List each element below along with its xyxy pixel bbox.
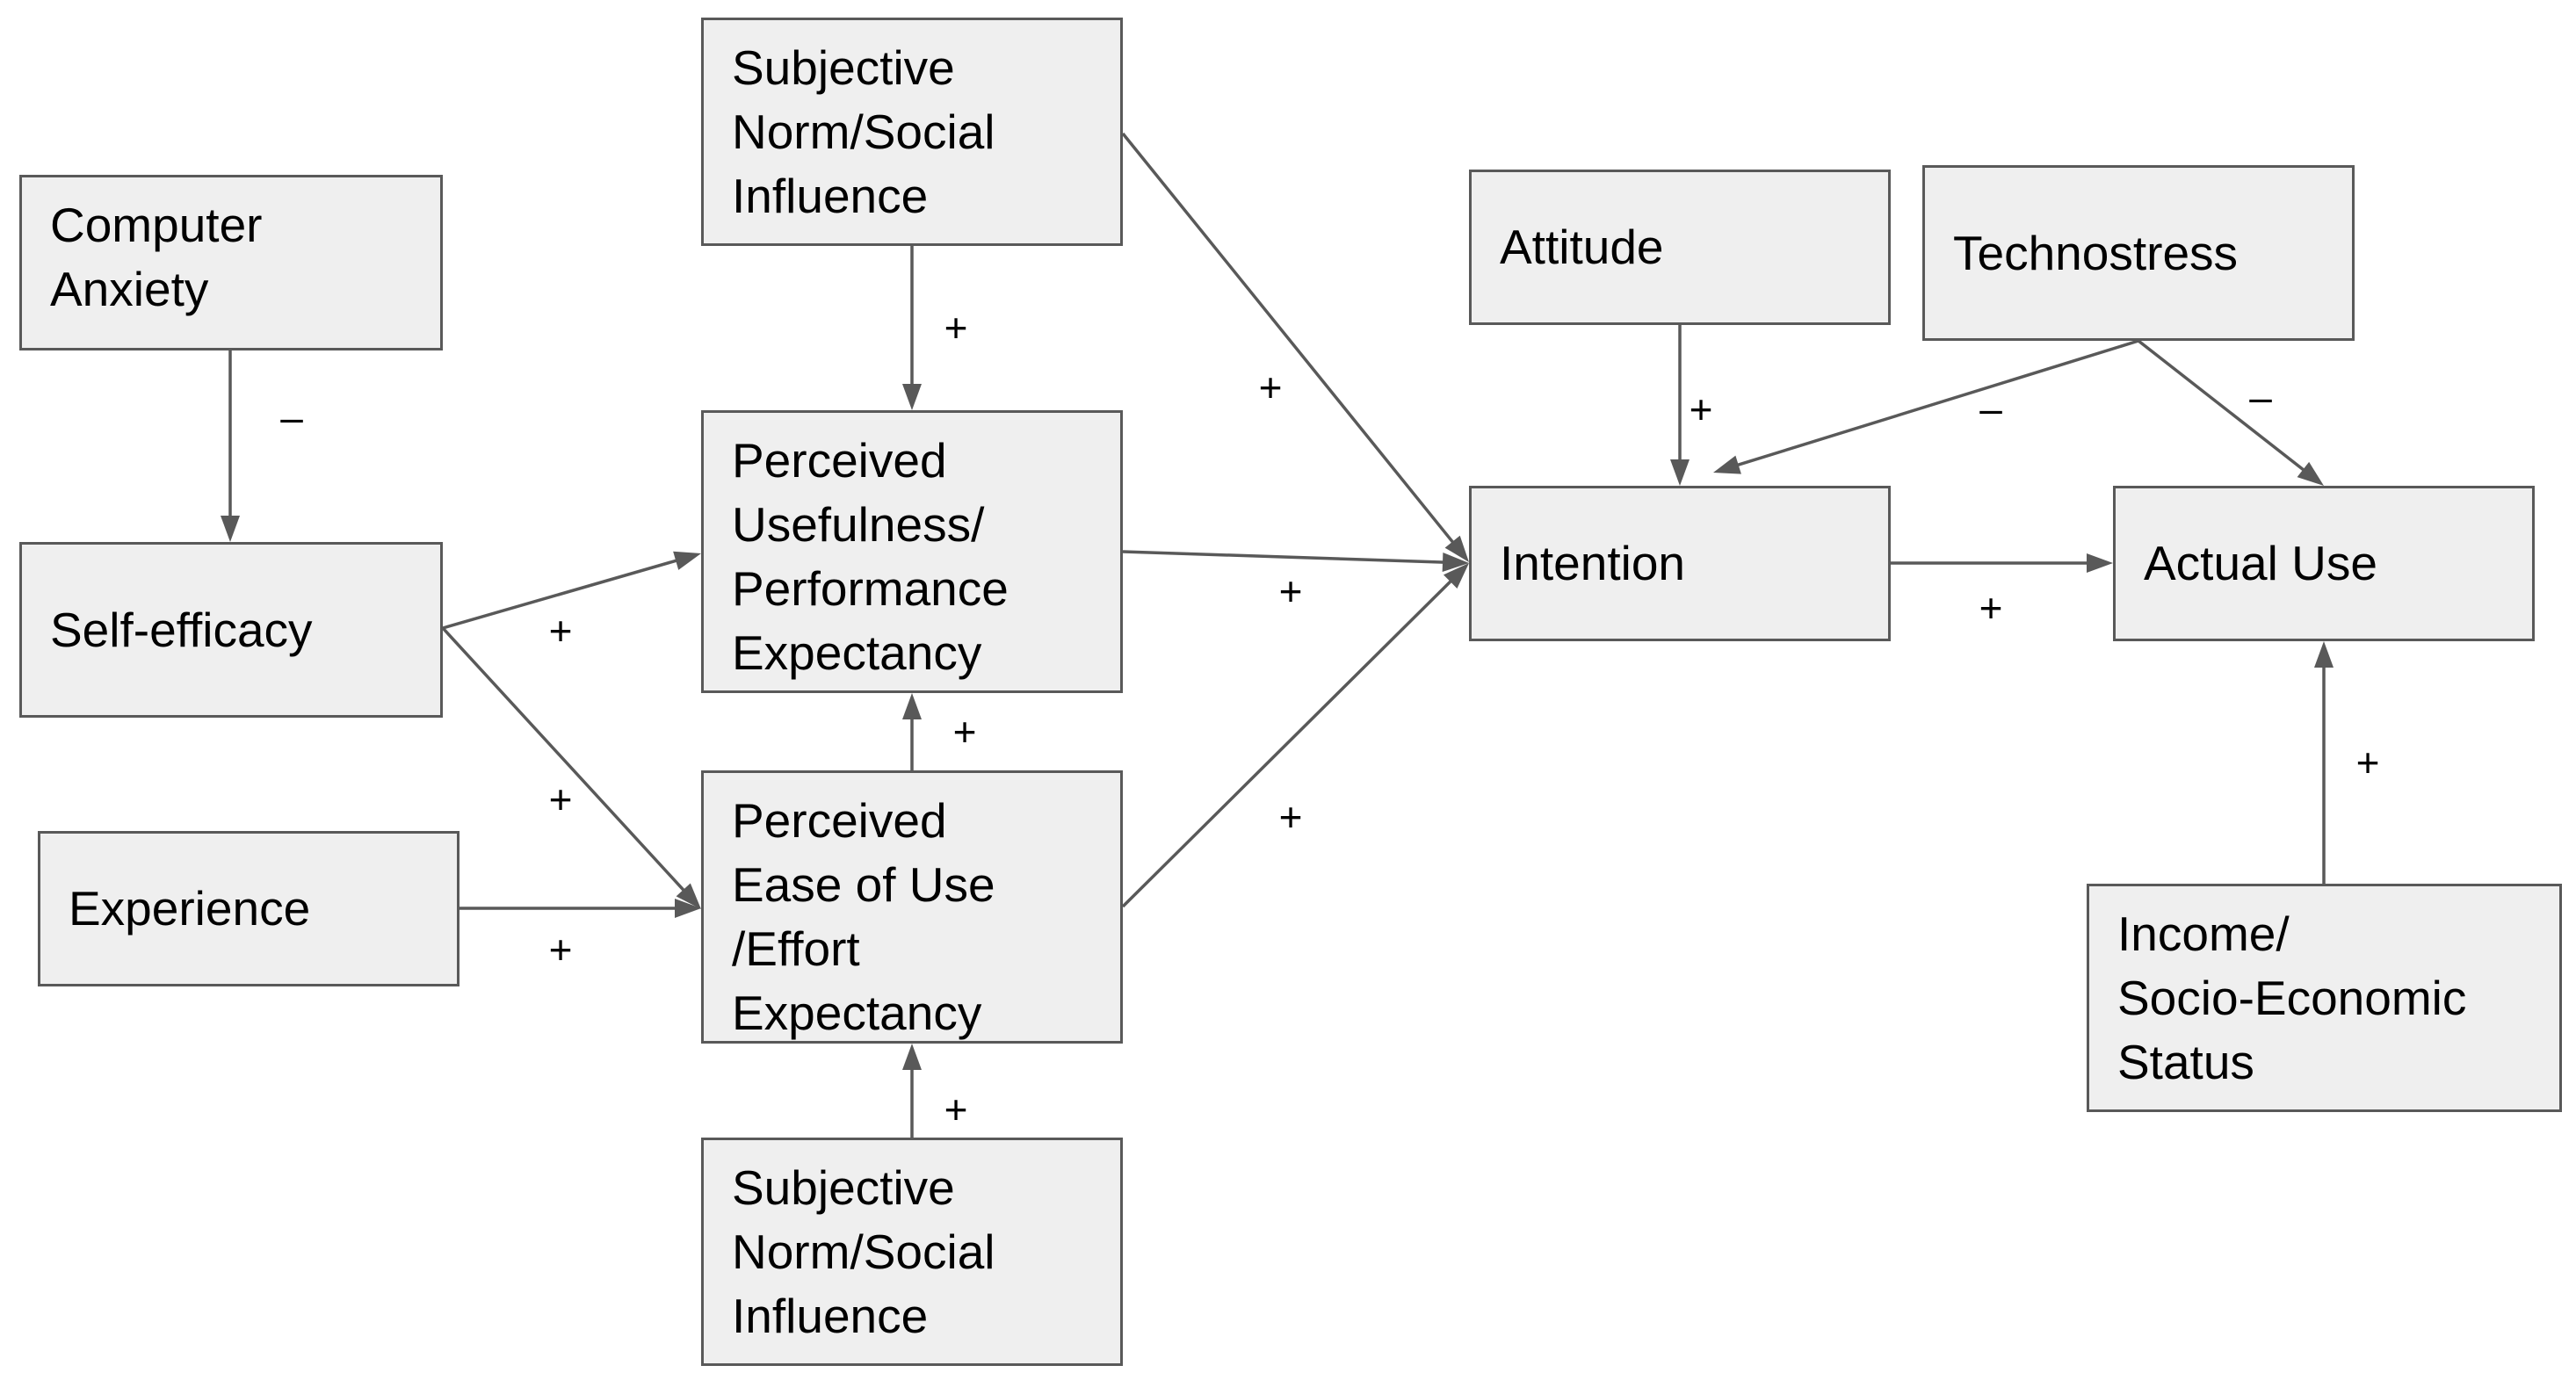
sign-norm-top-to-intention: +	[1258, 365, 1283, 410]
node-attitude: Attitude	[1469, 170, 1891, 325]
node-technostress-label: Technostress	[1953, 225, 2239, 280]
arrowhead-intention-to-actual-use	[2087, 553, 2113, 573]
arrowhead-subjective-norm-top-to-intention	[1444, 535, 1469, 562]
node-perceived-usefulness: Perceived Usefulness/ Performance Expect…	[701, 410, 1123, 693]
sign-ease-to-intention: +	[1278, 794, 1303, 840]
edge-subjective-norm-top-to-intention	[1121, 132, 1455, 545]
node-self-efficacy: Self-efficacy	[19, 542, 443, 718]
sign-anxiety-to-self-efficacy: –	[280, 394, 303, 440]
arrowhead-subjective-norm-top-to-perceived-usefulness	[902, 384, 922, 410]
edge-self-efficacy-to-perceived-usefulness	[442, 559, 678, 630]
arrowhead-subjective-norm-bottom-to-perceived-ease-of-use	[902, 1044, 922, 1070]
sign-experience-to-ease: +	[548, 927, 573, 972]
arrowhead-income-to-actual-use	[2314, 641, 2334, 668]
node-computer-anxiety-label: Computer Anxiety	[50, 198, 263, 316]
sign-usefulness-to-intention: +	[1278, 568, 1303, 614]
sign-norm-bottom-to-ease: +	[944, 1087, 968, 1132]
arrowhead-attitude-to-intention	[1670, 459, 1690, 486]
sign-technostress-to-actual-use: –	[2249, 374, 2272, 420]
node-perceived-ease-of-use: Perceived Ease of Use /Effort Expectancy	[701, 770, 1123, 1044]
arrowhead-technostress-to-intention	[1713, 455, 1741, 474]
arrowhead-perceived-ease-of-use-to-perceived-usefulness	[902, 693, 922, 719]
sign-technostress-to-intention: –	[1979, 386, 2002, 431]
arrowhead-perceived-usefulness-to-intention	[1442, 553, 1469, 573]
arrowhead-self-efficacy-to-perceived-usefulness	[673, 551, 701, 570]
sign-self-efficacy-to-usefulness: +	[548, 608, 573, 654]
sign-income-to-actual-use: +	[2355, 740, 2380, 785]
sign-norm-top-to-usefulness: +	[944, 305, 968, 350]
sign-intention-to-actual-use: +	[1979, 585, 2003, 631]
node-self-efficacy-label: Self-efficacy	[50, 602, 313, 657]
edge-technostress-to-intention	[1736, 339, 2139, 467]
node-actual-use-label: Actual Use	[2144, 536, 2377, 590]
node-computer-anxiety: Computer Anxiety	[19, 175, 443, 350]
node-intention: Intention	[1469, 486, 1891, 641]
node-experience: Experience	[38, 831, 459, 986]
node-subjective-norm-bottom-label: Subjective Norm/Social Influence	[732, 1160, 995, 1343]
node-subjective-norm-top: Subjective Norm/Social Influence	[701, 18, 1123, 246]
edge-technostress-to-actual-use	[2137, 339, 2306, 473]
node-intention-label: Intention	[1500, 536, 1686, 590]
node-perceived-usefulness-label: Perceived Usefulness/ Performance Expect…	[732, 433, 1009, 680]
edge-self-efficacy-to-perceived-ease-of-use	[441, 626, 686, 892]
sign-self-efficacy-to-ease: +	[548, 777, 573, 822]
arrowhead-technostress-to-actual-use	[2297, 461, 2324, 486]
node-technostress: Technostress	[1922, 165, 2355, 341]
node-experience-label: Experience	[69, 881, 311, 936]
arrowhead-experience-to-perceived-ease-of-use	[675, 899, 701, 918]
sign-attitude-to-intention: +	[1689, 387, 1713, 432]
arrowhead-self-efficacy-to-perceived-ease-of-use	[676, 883, 701, 909]
arrowhead-perceived-ease-of-use-to-intention	[1443, 563, 1469, 589]
sign-ease-to-usefulness: +	[952, 709, 977, 755]
node-income-label: Income/ Socio-Economic Status	[2117, 907, 2467, 1089]
node-income: Income/ Socio-Economic Status	[2087, 884, 2562, 1112]
edge-perceived-ease-of-use-to-intention	[1121, 579, 1453, 908]
node-subjective-norm-bottom: Subjective Norm/Social Influence	[701, 1138, 1123, 1366]
node-actual-use: Actual Use	[2113, 486, 2535, 641]
edge-perceived-usefulness-to-intention	[1122, 550, 1445, 564]
arrowhead-computer-anxiety-to-self-efficacy	[221, 516, 240, 542]
node-perceived-ease-of-use-label: Perceived Ease of Use /Effort Expectancy	[732, 793, 995, 1040]
node-subjective-norm-top-label: Subjective Norm/Social Influence	[732, 40, 995, 223]
node-attitude-label: Attitude	[1500, 220, 1664, 274]
